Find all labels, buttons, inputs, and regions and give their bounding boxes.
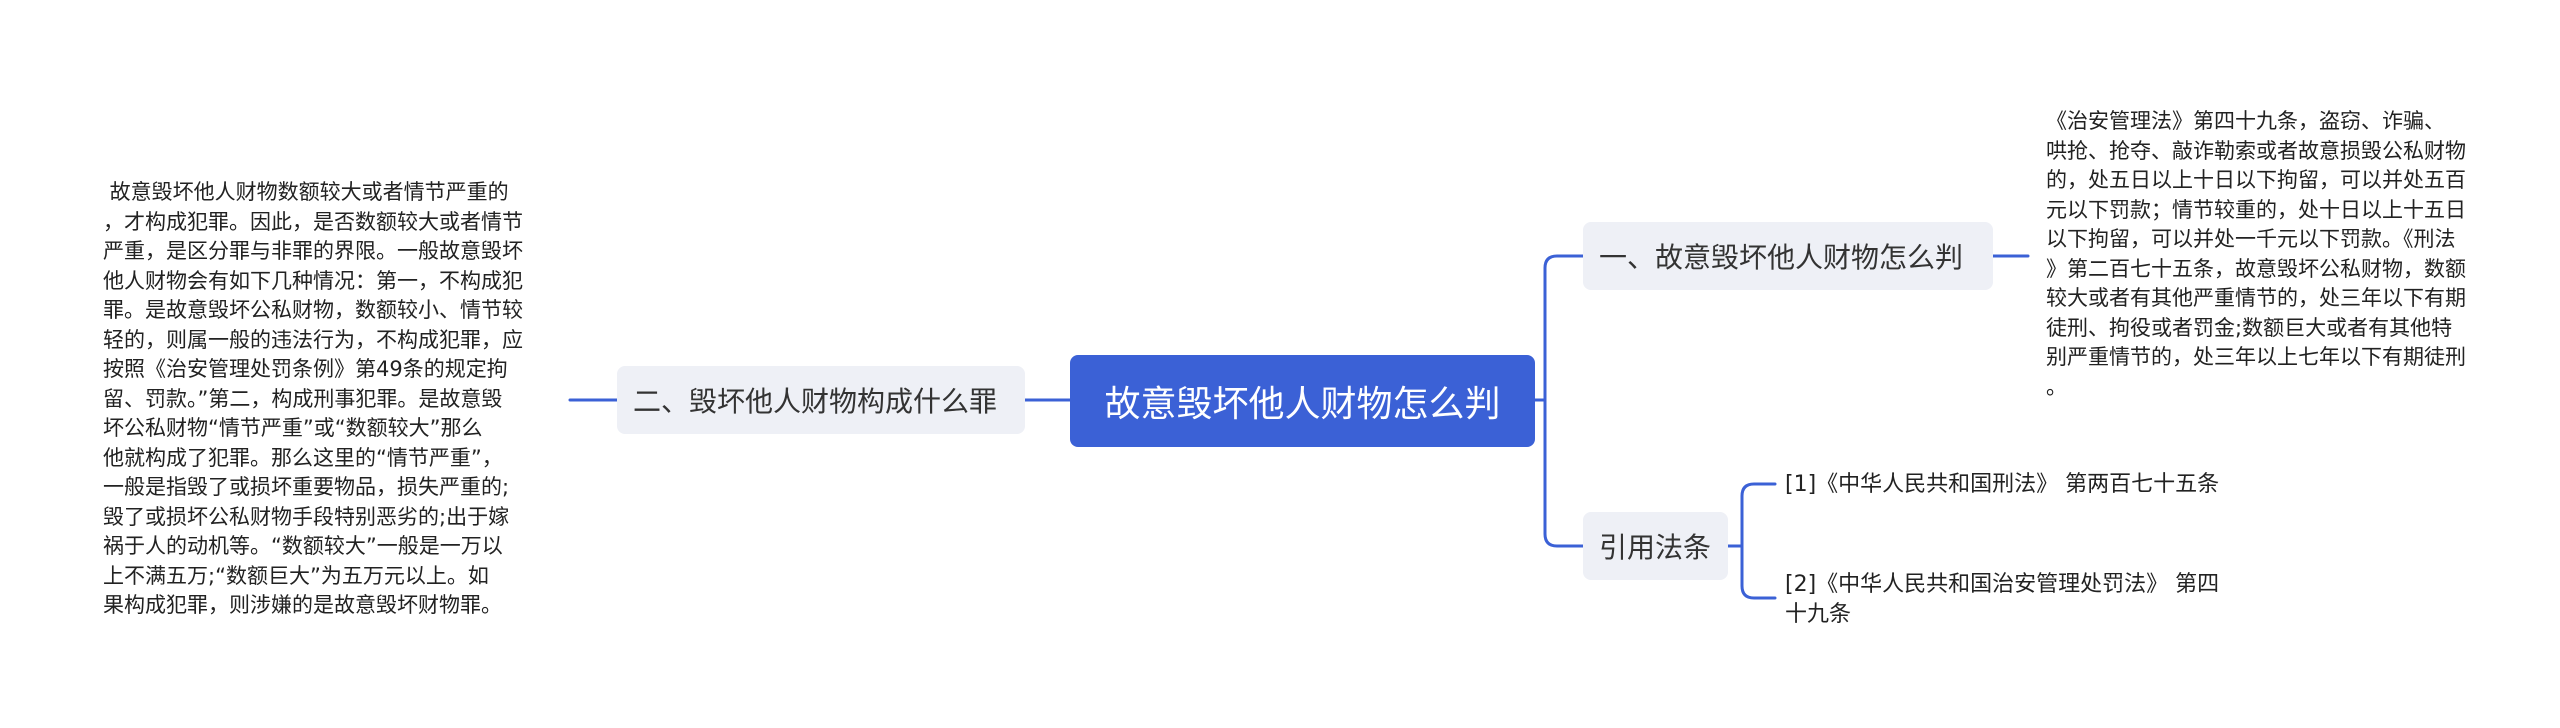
branch-right1-label: 一、故意毁坏他人财物怎么判 [1599,241,1964,274]
connector-root-right [1533,254,1585,548]
branch-left-label: 二、毁坏他人财物构成什么罪 [633,385,998,418]
branch-right2-node[interactable]: 引用法条 [1583,512,1728,580]
branch-left-node[interactable]: 二、毁坏他人财物构成什么罪 [617,366,1025,434]
branch-right1-node[interactable]: 一、故意毁坏他人财物怎么判 [1583,222,1993,290]
branch-left-text: 故意毁坏他人财物数额较大或者情节严重的 ，才构成犯罪。因此，是否数额较大或者情节… [103,180,523,617]
root-node[interactable]: 故意毁坏他人财物怎么判 [1070,355,1535,447]
root-label: 故意毁坏他人财物怎么判 [1104,384,1501,425]
citation-item-2: [2]《中华人民共和国治安管理处罚法》 第四 十九条 [1785,572,2220,627]
citation-item-1: [1]《中华人民共和国刑法》 第两百七十五条 [1785,472,2220,497]
branch-right2-label: 引用法条 [1599,531,1712,564]
branch-right1-text: 《治安管理法》第四十九条，盗窃、诈骗、 哄抢、抢夺、敲诈勒索或者故意损毁公私财物… [2046,109,2466,399]
connector-r2-leaves [1726,482,1777,600]
